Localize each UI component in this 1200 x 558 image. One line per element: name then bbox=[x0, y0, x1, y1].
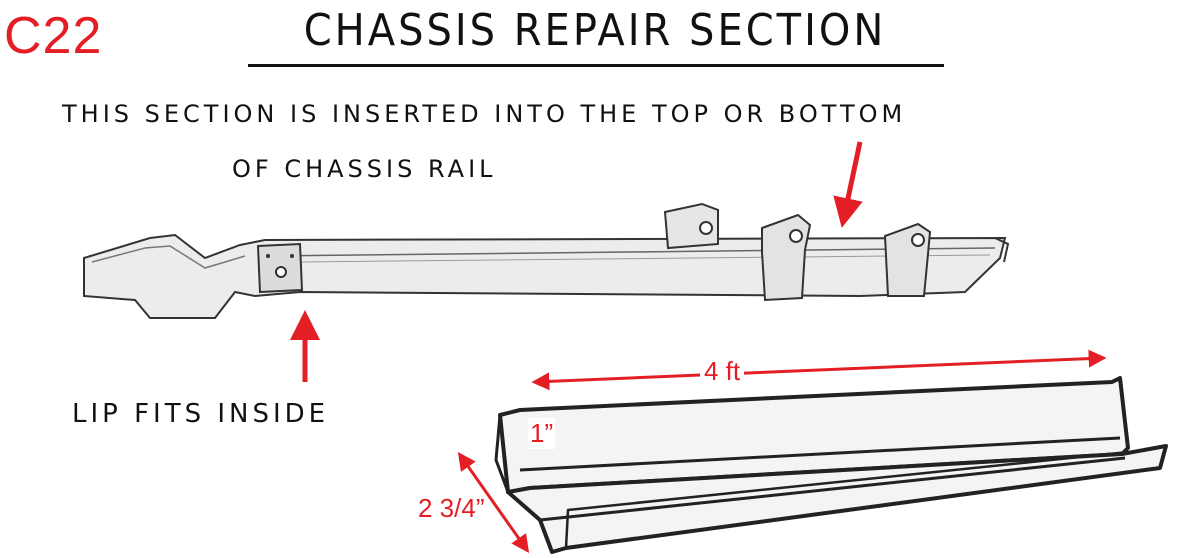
length-dimension: 4 ft bbox=[700, 356, 745, 387]
description-line-1: THIS SECTION IS INSERTED INTO THE TOP OR… bbox=[62, 100, 907, 128]
height-dimension-arrow bbox=[457, 452, 530, 553]
description-line-2: OF CHASSIS RAIL bbox=[232, 155, 497, 183]
lip-callout: LIP FITS INSIDE bbox=[72, 399, 330, 429]
lip-dimension: 1” bbox=[528, 418, 556, 449]
repair-section-channel bbox=[494, 376, 1168, 554]
diagram-code: C22 bbox=[4, 7, 103, 65]
diagram-title: CHASSIS REPAIR SECTION bbox=[303, 6, 887, 56]
title-underline bbox=[248, 64, 944, 67]
chassis-rail bbox=[83, 202, 1010, 319]
height-dimension: 2 3/4” bbox=[418, 493, 485, 523]
length-dimension-arrow bbox=[531, 349, 1107, 391]
top-arrow bbox=[833, 141, 863, 228]
